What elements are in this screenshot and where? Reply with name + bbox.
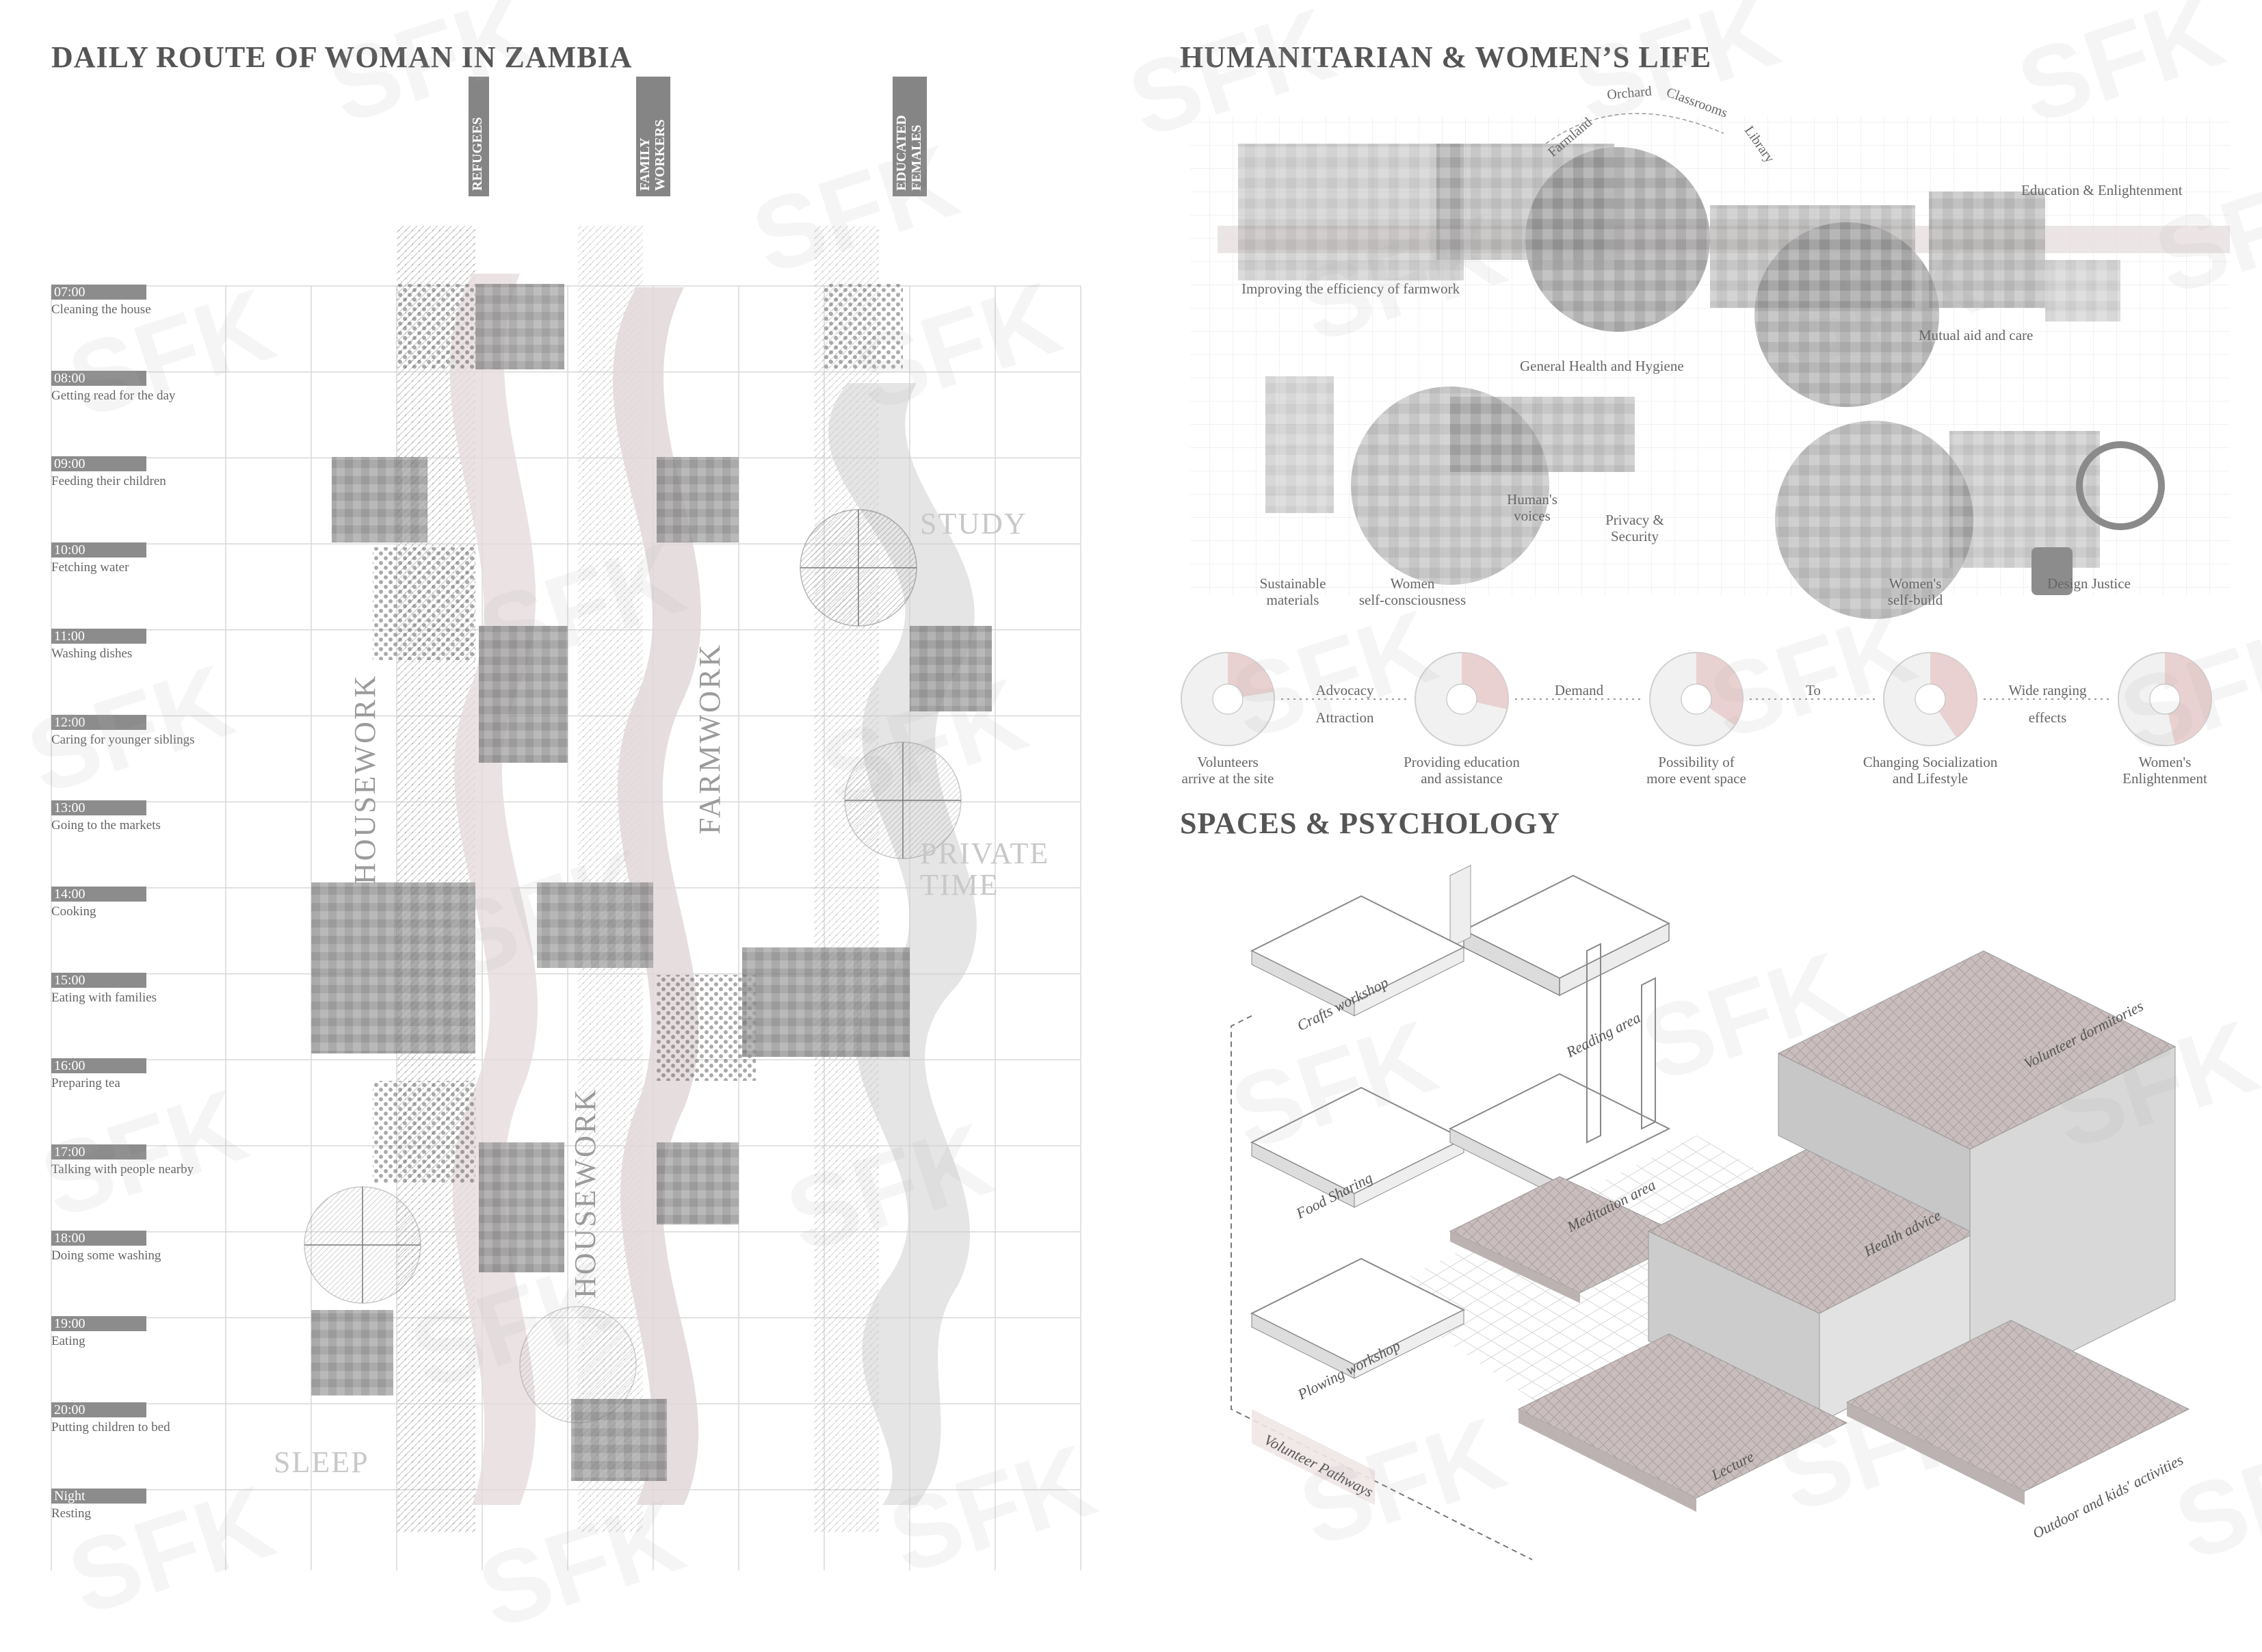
activity-label: Doing some washing: [51, 1248, 161, 1263]
activity-label: Eating with families: [51, 990, 157, 1005]
flow-node: [1883, 652, 1977, 746]
time-badge: 12:00: [51, 714, 146, 730]
activity-label: Talking with people nearby: [51, 1162, 194, 1177]
time-badge: 17:00: [51, 1144, 146, 1159]
activity-label: Eating: [51, 1334, 86, 1349]
flow-node: [1181, 652, 1275, 746]
flow-link-label: Demand: [1554, 682, 1604, 698]
activity-label: Cleaning the house: [51, 302, 151, 317]
flow-node: [1649, 652, 1744, 746]
activity-label: Going to the markets: [51, 818, 161, 833]
caption-education: Education & Enlightenment: [2021, 182, 2183, 198]
time-badge: 15:00: [51, 972, 146, 988]
activity-label: Preparing tea: [51, 1076, 120, 1091]
label-study: STUDY: [920, 507, 1027, 540]
time-badge: 14:00: [51, 886, 146, 902]
activity-label: Feeding their children: [51, 474, 166, 489]
flow-circles: [1181, 652, 2212, 746]
activity-label: Cooking: [51, 904, 96, 919]
time-badge: 08:00: [51, 370, 146, 386]
timeline-grid: [51, 226, 1081, 1571]
activity-label: Resting: [51, 1506, 92, 1521]
left-title: DAILY ROUTE OF WOMAN IN ZAMBIA: [51, 40, 633, 74]
label-private: PRIVATE: [920, 837, 1050, 870]
time-badge: 07:00: [51, 285, 146, 300]
flow-node: [1415, 652, 1509, 746]
label-time: TIME: [920, 868, 999, 902]
caption-health: General Health and Hygiene: [1520, 358, 1684, 374]
time-badge: 19:00: [51, 1316, 146, 1332]
time-badge: 16:00: [51, 1058, 146, 1074]
time-badge: 18:00: [51, 1230, 146, 1246]
time-badge: 09:00: [51, 456, 146, 472]
label-sleep: SLEEP: [274, 1445, 369, 1479]
spaces-title: SPACES & PSYCHOLOGY: [1180, 807, 1561, 840]
activity-label: Washing dishes: [51, 646, 133, 661]
flow-node: [2118, 652, 2212, 746]
activity-label: Fetching water: [51, 560, 129, 575]
caption-justice: Design Justice: [2047, 575, 2131, 592]
time-badge: 10:00: [51, 542, 146, 558]
activity-label: Getting read for the day: [51, 388, 176, 403]
time-badge: Night: [51, 1488, 146, 1504]
humanitarian-collage: [1190, 113, 2230, 619]
activity-label: Putting children to bed: [51, 1420, 170, 1435]
arc-labels: Farmland Orchard Classrooms Library: [1545, 83, 1777, 166]
flow-link-label: To: [1806, 682, 1821, 698]
humanitarian-title: HUMANITARIAN & WOMEN’S LIFE: [1180, 40, 1712, 74]
time-badge: 20:00: [51, 1402, 146, 1418]
caption-farmwork: Improving the efficiency of farmwork: [1241, 280, 1460, 297]
caption-mutual: Mutual aid and care: [1919, 327, 2034, 343]
caption-privacy: Privacy &Security: [1605, 512, 1664, 545]
time-badge: 11:00: [51, 628, 146, 644]
spaces-axonometric: [1231, 865, 2190, 1560]
activity-label: Caring for younger siblings: [51, 732, 195, 747]
time-badge: 13:00: [51, 800, 146, 816]
